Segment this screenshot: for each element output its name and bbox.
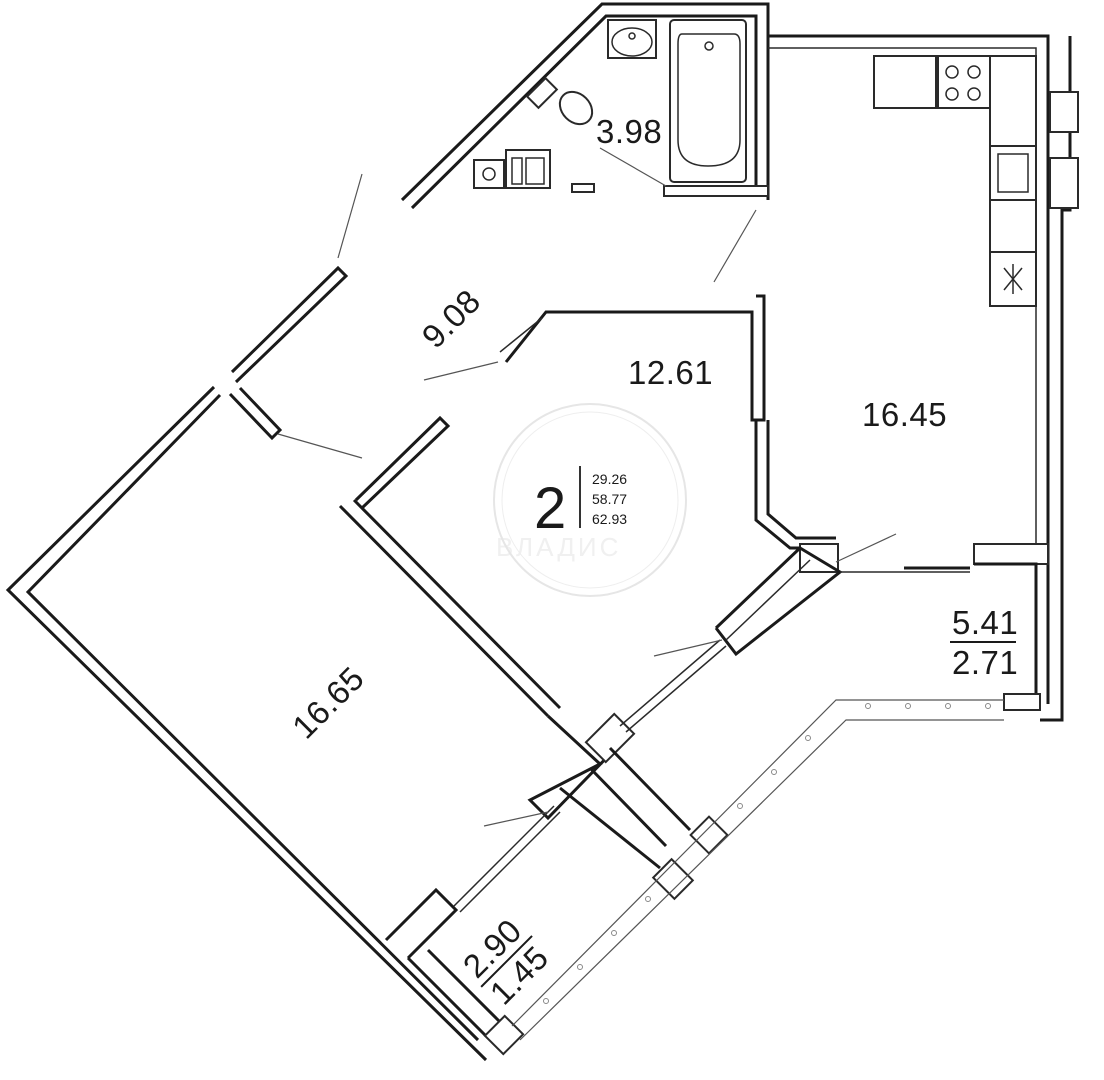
fridge-icon xyxy=(989,251,1037,307)
kitchen-fixtures xyxy=(873,55,1037,307)
center-room-area: 12.61 xyxy=(628,354,713,391)
total-with-balcony: 62.93 xyxy=(592,511,627,527)
total-area: 58.77 xyxy=(592,491,627,507)
living-area: 29.26 xyxy=(592,471,627,487)
loggia-right-area: 5.41 xyxy=(952,604,1018,641)
door-swings xyxy=(277,147,897,827)
kitchen-area: 16.45 xyxy=(862,396,947,433)
rooms-count: 2 xyxy=(534,476,566,541)
stove-icon xyxy=(937,55,993,109)
loggia-right-reduced: 2.71 xyxy=(952,644,1018,681)
counter-icon xyxy=(873,55,937,109)
outer-walls xyxy=(5,2,1079,1062)
loggia xyxy=(384,546,970,1056)
bathroom-fixtures xyxy=(473,19,747,189)
sink-icon xyxy=(607,19,657,59)
washing-machine-icon xyxy=(473,149,551,189)
apartment-badge: 2 29.26 58.77 62.93 xyxy=(493,403,687,597)
toilet-icon xyxy=(525,76,594,126)
bathroom-area: 3.98 xyxy=(596,113,662,150)
watermark: ВЛАДИС xyxy=(496,532,621,562)
hallway-area: 9.08 xyxy=(415,282,488,355)
balcony-railing xyxy=(511,699,1004,1041)
kitchen-sink-icon xyxy=(989,145,1037,201)
internal-walls xyxy=(228,183,1049,718)
large-room-area: 16.65 xyxy=(285,659,371,745)
bathtub-icon xyxy=(669,19,747,183)
